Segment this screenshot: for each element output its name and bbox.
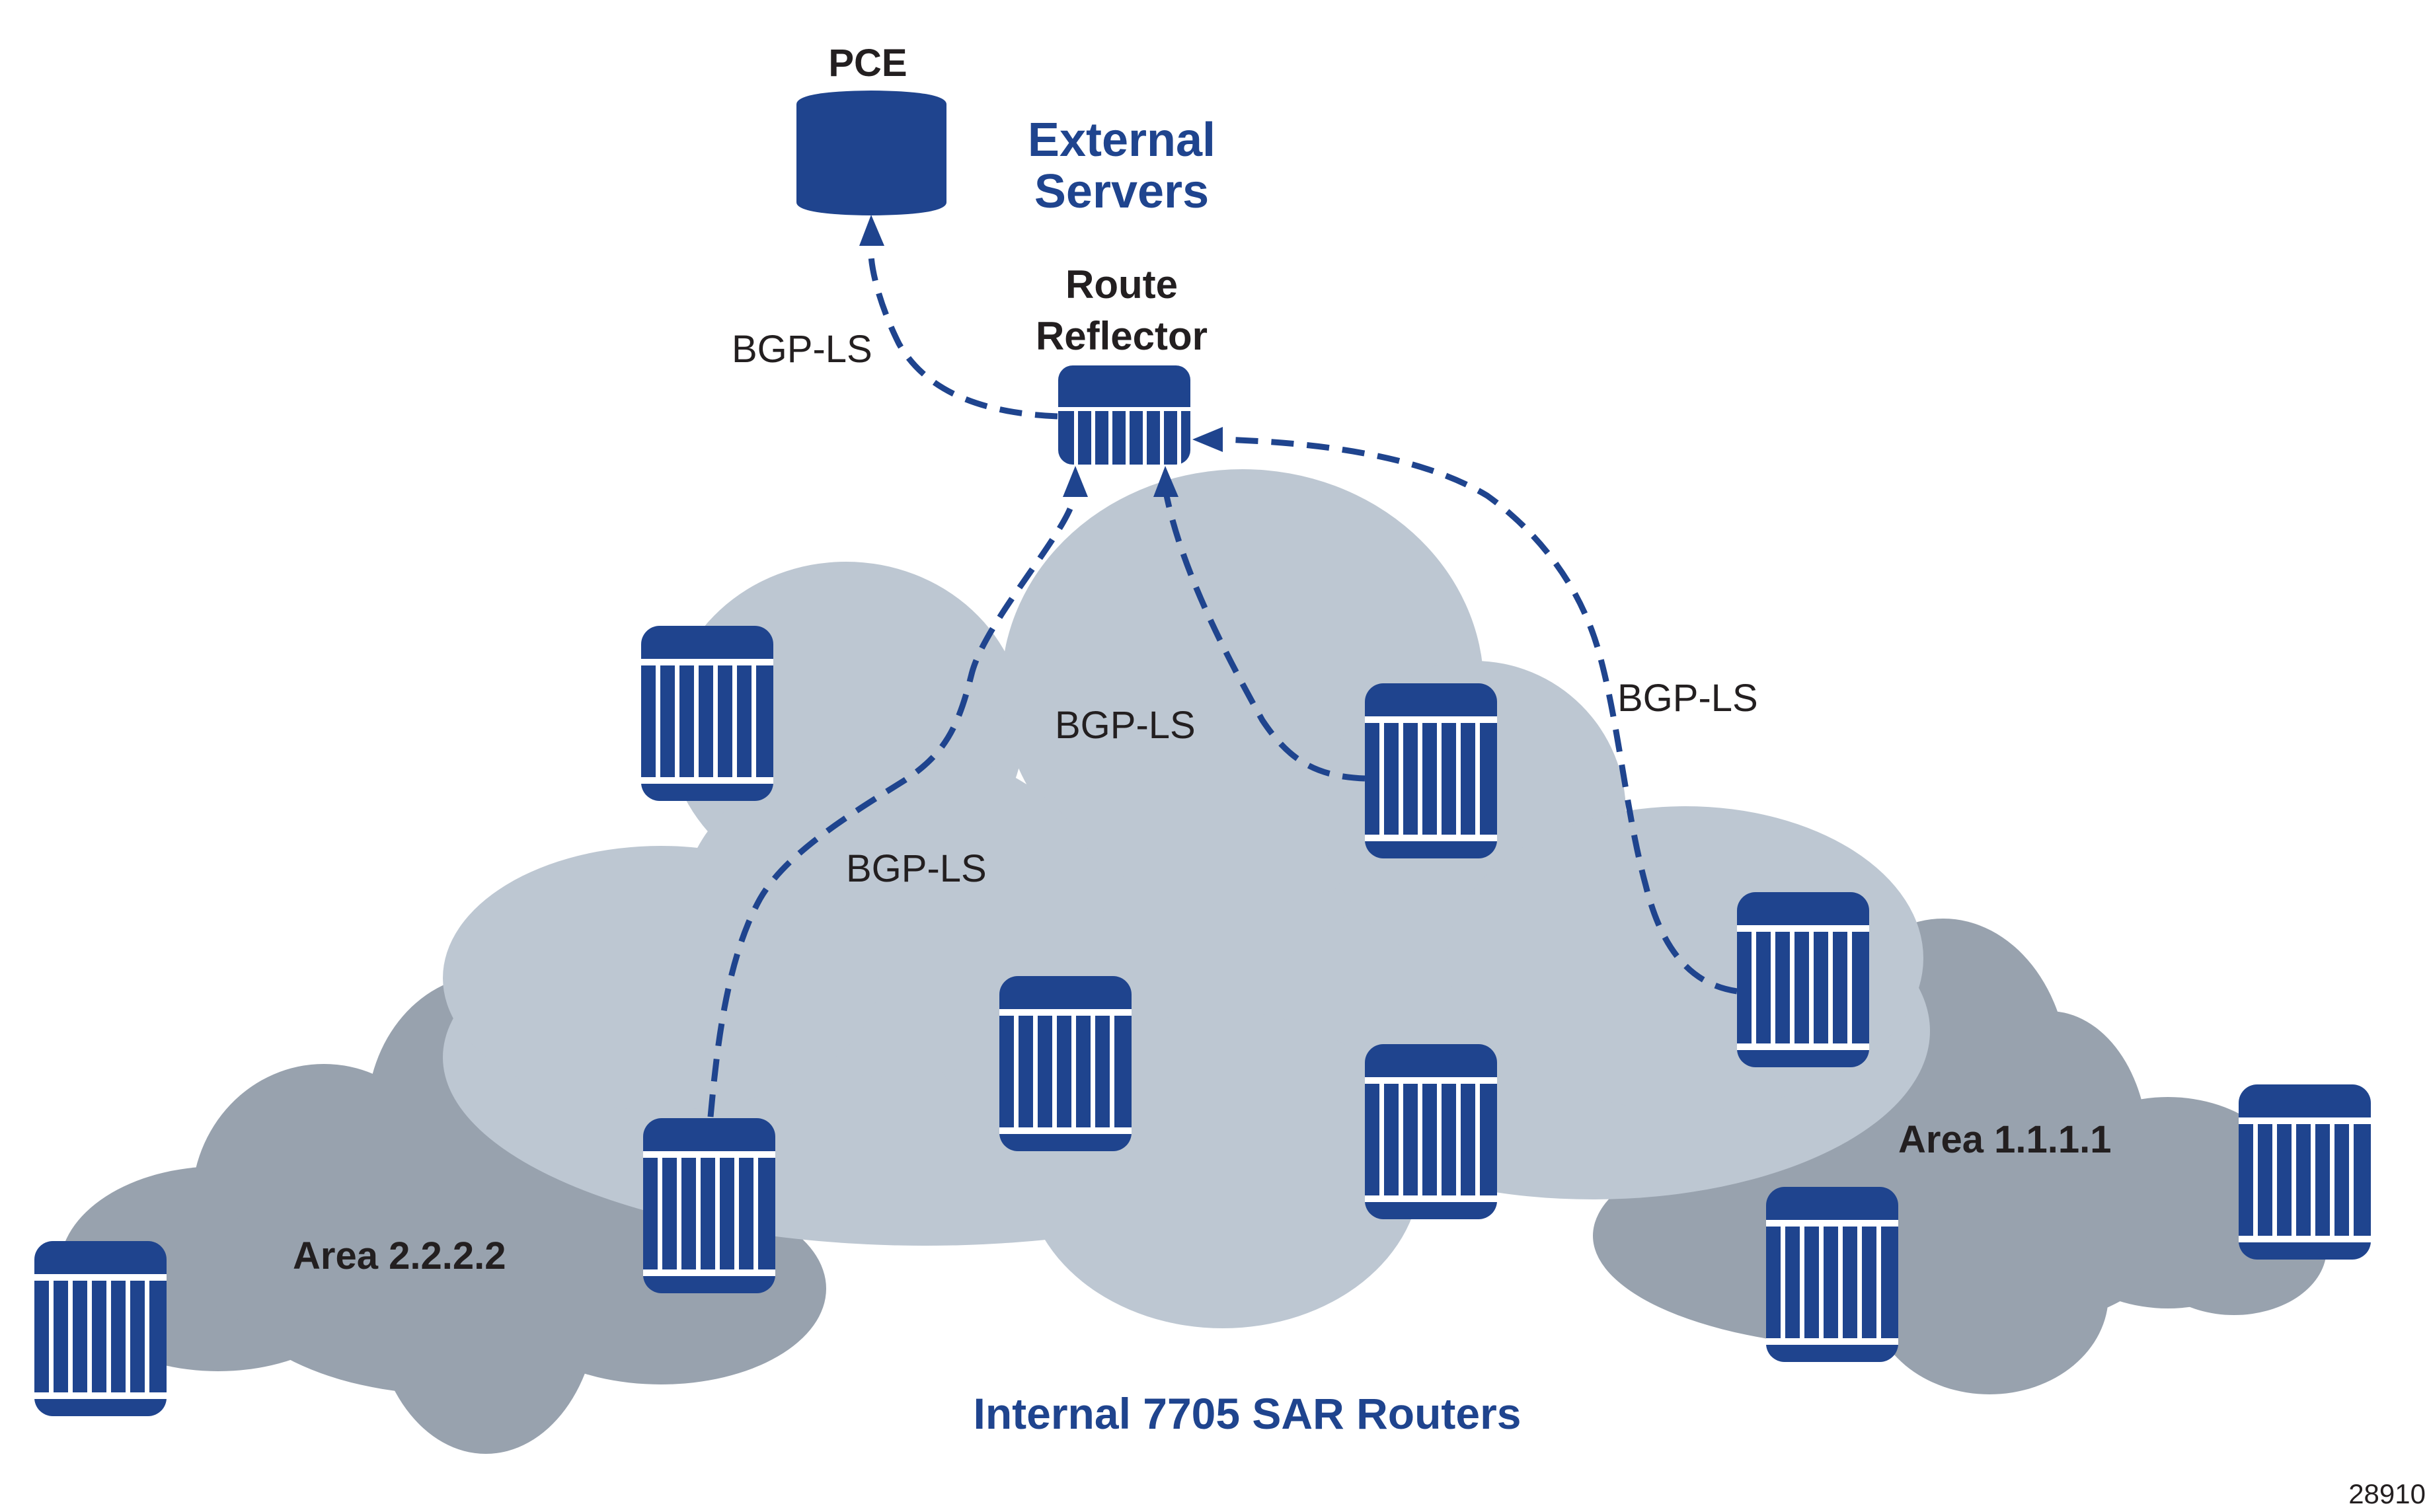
router-area1-edge[interactable]: [2239, 1084, 2371, 1260]
router-icon: [1058, 365, 1190, 465]
router-icon: [1766, 1187, 1898, 1362]
link-area2-inner-to-rr: [707, 495, 1077, 1117]
link-label-core-right: BGP-LS: [1055, 704, 1196, 747]
link-label-area2: BGP-LS: [846, 847, 987, 890]
router-icon: [643, 1118, 775, 1293]
external-servers-label-line1: External: [1028, 114, 1215, 167]
area-1-label: Area 1.1.1.1: [1898, 1118, 2111, 1161]
figure-id: 28910: [2348, 1478, 2426, 1509]
database-cylinder-icon: [796, 91, 946, 215]
arrow-head-rr-2: [1153, 466, 1178, 497]
area-2-label: Area 2.2.2.2: [293, 1234, 506, 1277]
link-label-rr-pce: BGP-LS: [732, 328, 872, 371]
router-icon: [1365, 683, 1497, 858]
link-area1-inner-to-rr: [1222, 436, 1738, 995]
arrow-head-pce: [859, 215, 884, 246]
link-rr-to-pce: [868, 244, 1058, 420]
area-1-cloud: [1593, 919, 2327, 1394]
router-icon: [1365, 1044, 1497, 1219]
link-core-right-to-rr: [1163, 495, 1366, 782]
router-icon: [34, 1241, 167, 1416]
router-core-center[interactable]: [999, 976, 1132, 1151]
router-icon: [999, 976, 1132, 1151]
router-core-right-lower[interactable]: [1365, 1044, 1497, 1219]
arrow-head-rr-3: [1192, 427, 1223, 452]
router-area1-lower[interactable]: [1766, 1187, 1898, 1362]
route-reflector[interactable]: [1058, 365, 1190, 465]
route-reflector-label-line1: Route: [1065, 262, 1178, 307]
external-servers-label-line2: Servers: [1034, 165, 1209, 218]
pce-server[interactable]: [796, 91, 946, 215]
link-label-area1: BGP-LS: [1617, 677, 1758, 720]
router-icon: [1737, 892, 1869, 1067]
router-core-upper-left[interactable]: [641, 626, 773, 801]
router-area2-edge[interactable]: [34, 1241, 167, 1416]
pce-label: PCE: [828, 42, 907, 85]
router-area2-inner[interactable]: [643, 1118, 775, 1293]
router-icon: [2239, 1084, 2371, 1260]
internal-routers-label: Internal 7705 SAR Routers: [974, 1389, 1522, 1438]
arrow-head-rr-1: [1063, 466, 1088, 497]
route-reflector-label-line2: Reflector: [1036, 314, 1208, 358]
router-core-right-upper[interactable]: [1365, 683, 1497, 858]
links: [707, 215, 1738, 1117]
router-icon: [641, 626, 773, 801]
router-area1-inner[interactable]: [1737, 892, 1869, 1067]
